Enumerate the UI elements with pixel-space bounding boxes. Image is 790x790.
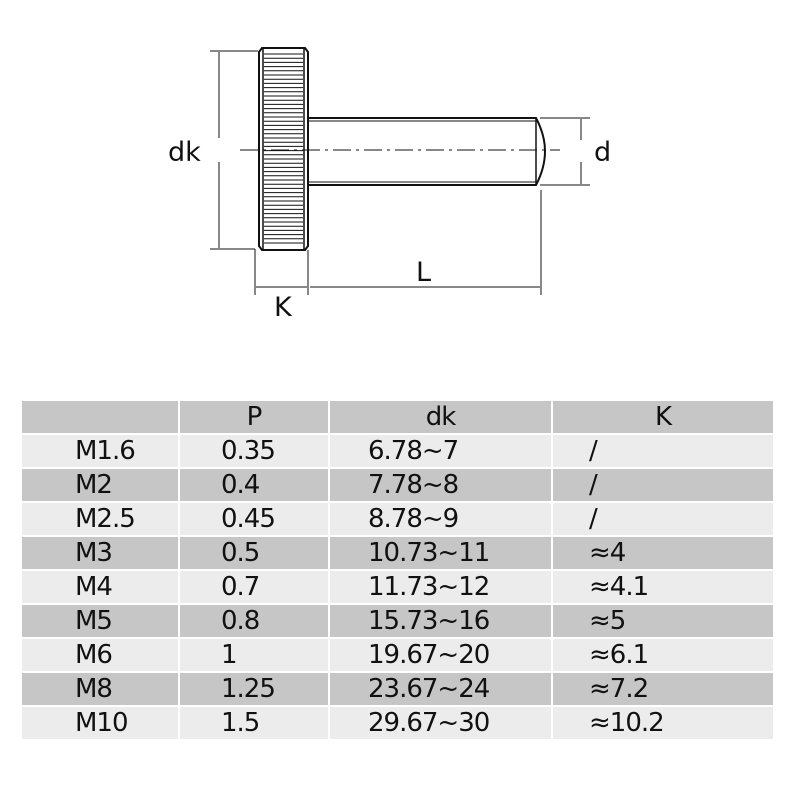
cell-size: M6 [22,639,180,673]
cell-k: ≈4 [553,537,773,571]
k-label: K [274,292,293,323]
header-p: P [180,401,330,435]
cell-k: ≈10.2 [553,707,773,741]
header-dk: dk [330,401,553,435]
l-label: L [416,257,431,288]
threaded-shank [308,117,547,186]
knurled-head [258,47,309,251]
d-label: d [594,137,611,168]
cell-p: 0.7 [180,571,330,605]
cell-dk: 29.67~30 [330,707,553,741]
cell-p: 0.8 [180,605,330,639]
cell-dk: 15.73~16 [330,605,553,639]
cell-dk: 7.78~8 [330,469,553,503]
cell-k: ≈5 [553,605,773,639]
dk-label: dk [168,137,201,168]
cell-size: M4 [22,571,180,605]
table-header: P dk K [22,401,773,435]
cell-p: 0.5 [180,537,330,571]
cell-dk: 8.78~9 [330,503,553,537]
cell-p: 0.45 [180,503,330,537]
thumb-screw-drawing: dk d K L [168,47,611,323]
cell-size: M8 [22,673,180,707]
cell-p: 0.4 [180,469,330,503]
cell-size: M5 [22,605,180,639]
cell-dk: 10.73~11 [330,537,553,571]
dk-dimension [210,50,258,295]
cell-k: ≈6.1 [553,639,773,673]
k-l-dimension [256,190,542,295]
cell-k: / [553,435,773,469]
cell-p: 1.25 [180,673,330,707]
cell-size: M2.5 [22,503,180,537]
cell-dk: 6.78~7 [330,435,553,469]
d-dimension [540,117,590,186]
cell-p: 0.35 [180,435,330,469]
cell-size: M1.6 [22,435,180,469]
header-size [22,401,180,435]
cell-dk: 11.73~12 [330,571,553,605]
cell-k: ≈7.2 [553,673,773,707]
cell-k: ≈4.1 [553,571,773,605]
cell-k: / [553,503,773,537]
cell-dk: 19.67~20 [330,639,553,673]
header-k: K [553,401,773,435]
cell-p: 1 [180,639,330,673]
cell-p: 1.5 [180,707,330,741]
cell-dk: 23.67~24 [330,673,553,707]
cell-size: M2 [22,469,180,503]
cell-size: M10 [22,707,180,741]
cell-size: M3 [22,537,180,571]
cell-k: / [553,469,773,503]
